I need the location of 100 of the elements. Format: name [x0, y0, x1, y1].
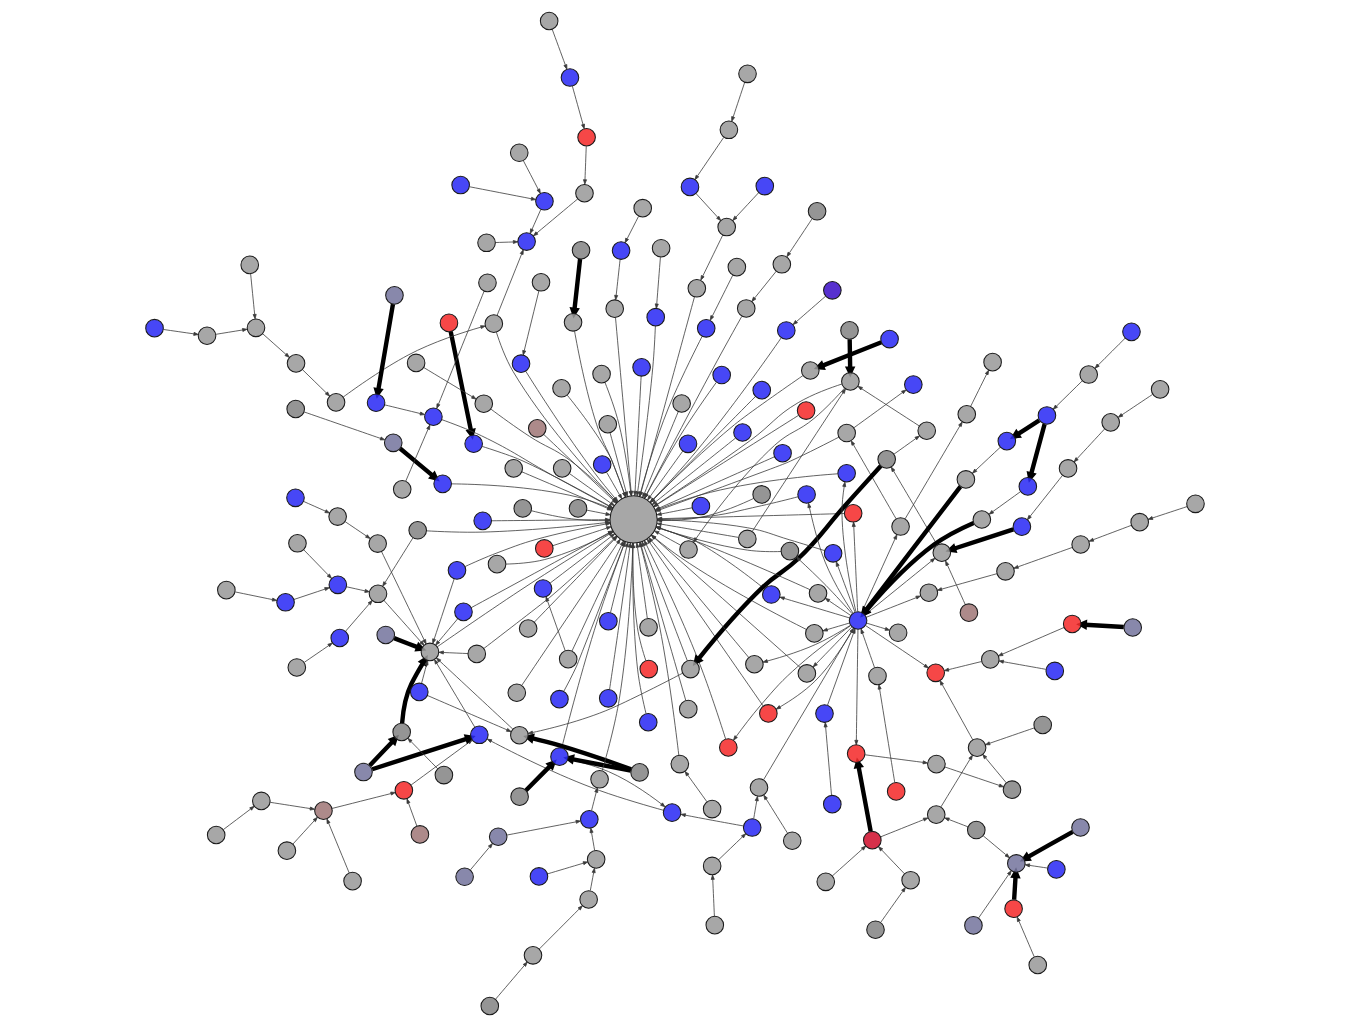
node-circle [406, 353, 426, 372]
arrow [940, 754, 973, 807]
arrow [496, 248, 524, 316]
node-circle [534, 538, 554, 558]
node-circle [752, 484, 771, 504]
arrow [384, 404, 425, 415]
node-circle [611, 240, 631, 260]
arrow [566, 394, 627, 498]
arrow [651, 437, 736, 505]
node-circle [552, 458, 572, 478]
node-circle [510, 725, 529, 744]
arrow [495, 961, 528, 1000]
node-circle [477, 232, 496, 252]
arrow [342, 324, 486, 397]
arrow [269, 801, 315, 810]
node-circle [529, 866, 549, 886]
node-circle [1045, 661, 1065, 680]
arrow [877, 683, 896, 783]
node-circle [586, 849, 606, 869]
arrow [695, 192, 722, 221]
node-circle [252, 791, 271, 810]
node-circle [745, 654, 764, 674]
arrow [841, 481, 857, 612]
node-circle [246, 318, 266, 337]
arrow [998, 659, 1047, 670]
node-circle [926, 804, 946, 824]
node-circle [1002, 779, 1022, 799]
arrow [586, 509, 611, 516]
arrow [486, 738, 664, 811]
node-circle [808, 583, 828, 603]
arrow [861, 533, 898, 613]
arrow [523, 159, 541, 194]
node-circle [598, 688, 618, 708]
node-circle [277, 840, 297, 860]
node-circle [805, 623, 824, 643]
node-circle [670, 754, 690, 773]
node-circle [702, 799, 722, 818]
node-circle [439, 313, 459, 332]
arrow [1016, 916, 1035, 957]
node-circle [632, 357, 651, 377]
arrow [635, 542, 648, 619]
node-circle [286, 399, 305, 418]
node-circle [681, 659, 700, 678]
node-circle [848, 610, 868, 630]
arrow [630, 542, 647, 661]
node-circle [719, 119, 739, 139]
node-circle [837, 423, 856, 442]
node-circle [996, 561, 1015, 581]
node-circle [531, 272, 551, 292]
arrow [822, 622, 850, 631]
arrow [1026, 474, 1063, 520]
arrow [709, 274, 734, 321]
arrow [423, 366, 477, 399]
node-circle [558, 649, 578, 668]
node-circle [796, 400, 816, 420]
node-circle [598, 414, 618, 434]
arrow [880, 886, 906, 923]
arrow [751, 270, 777, 302]
arrow [571, 85, 585, 129]
node-circle [592, 454, 612, 474]
node-circle [518, 618, 538, 638]
arrow [944, 817, 969, 827]
arrow [653, 383, 843, 507]
node-circle [517, 231, 536, 251]
node-circle [571, 240, 591, 260]
node-circle [592, 364, 611, 383]
arrow [786, 217, 813, 257]
node-circle [580, 809, 599, 829]
arrow [649, 395, 756, 503]
node-circle [366, 392, 386, 412]
node-circle [1033, 715, 1053, 734]
node-circle [679, 539, 698, 559]
arrow [606, 471, 623, 499]
arrow [468, 185, 537, 201]
arrow [850, 439, 897, 519]
arrow [654, 530, 682, 546]
node-circle [782, 830, 802, 850]
node-circle [980, 649, 1000, 669]
node-circle [1123, 617, 1143, 637]
arrow [864, 753, 928, 764]
arrow [944, 766, 1004, 787]
node-circle [1071, 534, 1090, 554]
arrow [824, 597, 852, 616]
node-circle [926, 663, 945, 682]
arrow [796, 556, 853, 614]
arrow [521, 538, 621, 686]
arrow [731, 81, 746, 122]
arrow [762, 624, 851, 663]
arrow [700, 234, 724, 280]
node-circle [886, 781, 906, 801]
node-circle [1007, 853, 1026, 873]
arrow [733, 624, 851, 741]
node-circle [957, 404, 977, 424]
arrow [982, 834, 1010, 858]
node-circle [240, 255, 260, 274]
arrow [524, 758, 557, 792]
arrow [344, 520, 371, 539]
arrow [583, 145, 587, 184]
node-circle [687, 278, 707, 298]
arrow [407, 737, 439, 769]
